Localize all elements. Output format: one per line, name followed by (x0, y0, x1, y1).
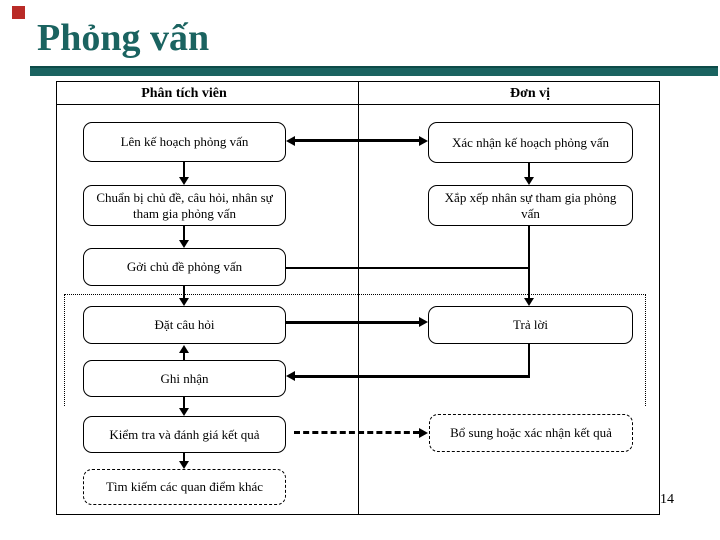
connector-line (183, 397, 185, 409)
arrowhead-right-icon (419, 317, 428, 327)
flow-box-record: Ghi nhận (83, 360, 286, 397)
connector-line (286, 321, 420, 324)
connector-elbow-horizontal (294, 375, 530, 378)
arrowhead-down-icon (524, 177, 534, 185)
connector-line (183, 453, 185, 462)
connector-line (183, 286, 185, 299)
arrowhead-right-icon (419, 428, 428, 438)
column-header-analyst: Phân tích viên (141, 86, 227, 101)
flow-box-prepare-topics: Chuẩn bị chủ đề, câu hỏi, nhân sự tham g… (83, 185, 286, 226)
red-square-bullet-icon (12, 6, 25, 19)
arrowhead-right-icon (419, 136, 428, 146)
arrowhead-down-icon (179, 298, 189, 306)
connector-elbow-vertical (528, 344, 530, 377)
header-row-border (57, 104, 659, 105)
column-header-unit: Đơn vị (509, 86, 551, 101)
connector-line (183, 352, 185, 360)
connector-join-line (286, 267, 529, 269)
flow-box-arrange-staff: Xắp xếp nhân sự tham gia phỏng vấn (428, 185, 633, 226)
dotted-region-left (64, 294, 65, 406)
flow-box-send-topics: Gởi chủ đề phỏng vấn (83, 248, 286, 286)
arrowhead-down-icon (179, 177, 189, 185)
flow-box-supplement-confirm: Bổ sung hoặc xác nhận kết quả (429, 414, 633, 452)
connector-dashed-line (294, 431, 419, 434)
flowchart-panel (56, 81, 660, 515)
page-number: 14 (660, 492, 674, 507)
arrowhead-down-icon (179, 240, 189, 248)
connector-plan-line (294, 139, 421, 142)
flow-box-seek-other-views: Tìm kiếm các quan điểm khác (83, 469, 286, 505)
arrowhead-down-icon (179, 461, 189, 469)
flow-box-confirm-plan: Xác nhận kế hoạch phỏng vấn (428, 122, 633, 163)
flow-box-ask-questions: Đặt câu hỏi (83, 306, 286, 344)
dotted-region-top (64, 294, 646, 295)
arrowhead-down-icon (179, 408, 189, 416)
arrowhead-left-icon (286, 136, 295, 146)
connector-line (183, 226, 185, 241)
arrowhead-down-icon (524, 298, 534, 306)
flow-box-plan-interview: Lên kế hoạch phỏng vấn (83, 122, 286, 162)
arrowhead-up-icon (179, 345, 189, 353)
connector-line (528, 226, 530, 299)
dotted-region-right (645, 294, 646, 406)
flow-box-evaluate-results: Kiểm tra và đánh giá kết quả (83, 416, 286, 453)
connector-line (183, 162, 185, 178)
arrowhead-left-icon (286, 371, 295, 381)
column-divider (358, 82, 359, 514)
title-accent-bar (30, 66, 718, 76)
connector-line (528, 163, 530, 178)
flow-box-answer: Trả lời (428, 306, 633, 344)
slide-title: Phỏng vấn (37, 17, 210, 59)
